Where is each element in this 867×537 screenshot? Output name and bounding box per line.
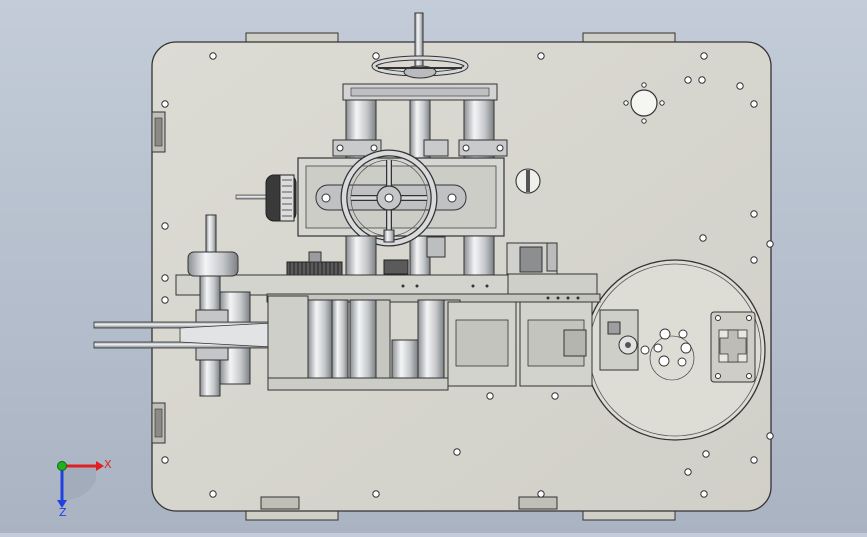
slotted-knob: [515, 168, 541, 194]
mounting-hole: [736, 82, 744, 90]
plate-holes: [161, 52, 774, 498]
mounting-hole: [700, 52, 708, 60]
mounting-hole: [161, 100, 169, 108]
mounting-hole: [702, 450, 710, 458]
top-port: [623, 82, 665, 124]
deck-bar: [175, 274, 601, 303]
side-clamps: [151, 111, 558, 510]
top-bridge: [332, 83, 508, 157]
mounting-hole: [453, 448, 461, 456]
right-bracket: [506, 242, 598, 297]
mounting-hole: [766, 240, 774, 248]
mounting-hole: [161, 274, 169, 282]
mounting-hole: [684, 468, 692, 476]
mounting-hole: [750, 256, 758, 264]
mounting-hole: [766, 432, 774, 440]
dial-gauge-icon: [235, 174, 297, 222]
mounting-hole: [209, 52, 217, 60]
mounting-hole: [161, 222, 169, 230]
mounting-hole: [537, 490, 545, 498]
mounting-hole: [161, 296, 169, 304]
mounting-hole: [750, 210, 758, 218]
mounting-hole: [537, 52, 545, 60]
mounting-hole: [700, 490, 708, 498]
axis-x-label: X: [104, 458, 112, 471]
top-handwheel-icon[interactable]: [371, 12, 469, 79]
mounting-hole: [698, 76, 706, 84]
front-handwheel-icon[interactable]: [340, 149, 438, 247]
mounting-hole: [699, 234, 707, 242]
wire-reel: [584, 259, 766, 441]
mounting-hole: [551, 392, 559, 400]
mounting-hole: [750, 456, 758, 464]
mounting-hole: [684, 76, 692, 84]
gears: [286, 251, 409, 277]
axis-z-label: Z: [59, 506, 67, 519]
cutter-head: [599, 309, 639, 371]
mounting-hole: [161, 456, 169, 464]
lower-columns: [345, 235, 495, 281]
mounting-hole: [209, 490, 217, 498]
mounting-hole: [372, 52, 380, 60]
fixture-blocks: [447, 301, 593, 387]
mounting-hole: [486, 392, 494, 400]
lower-rollers: [267, 295, 461, 391]
mounting-hole: [372, 490, 380, 498]
coordinate-triad-icon: [57, 461, 104, 508]
mounting-hole: [750, 100, 758, 108]
